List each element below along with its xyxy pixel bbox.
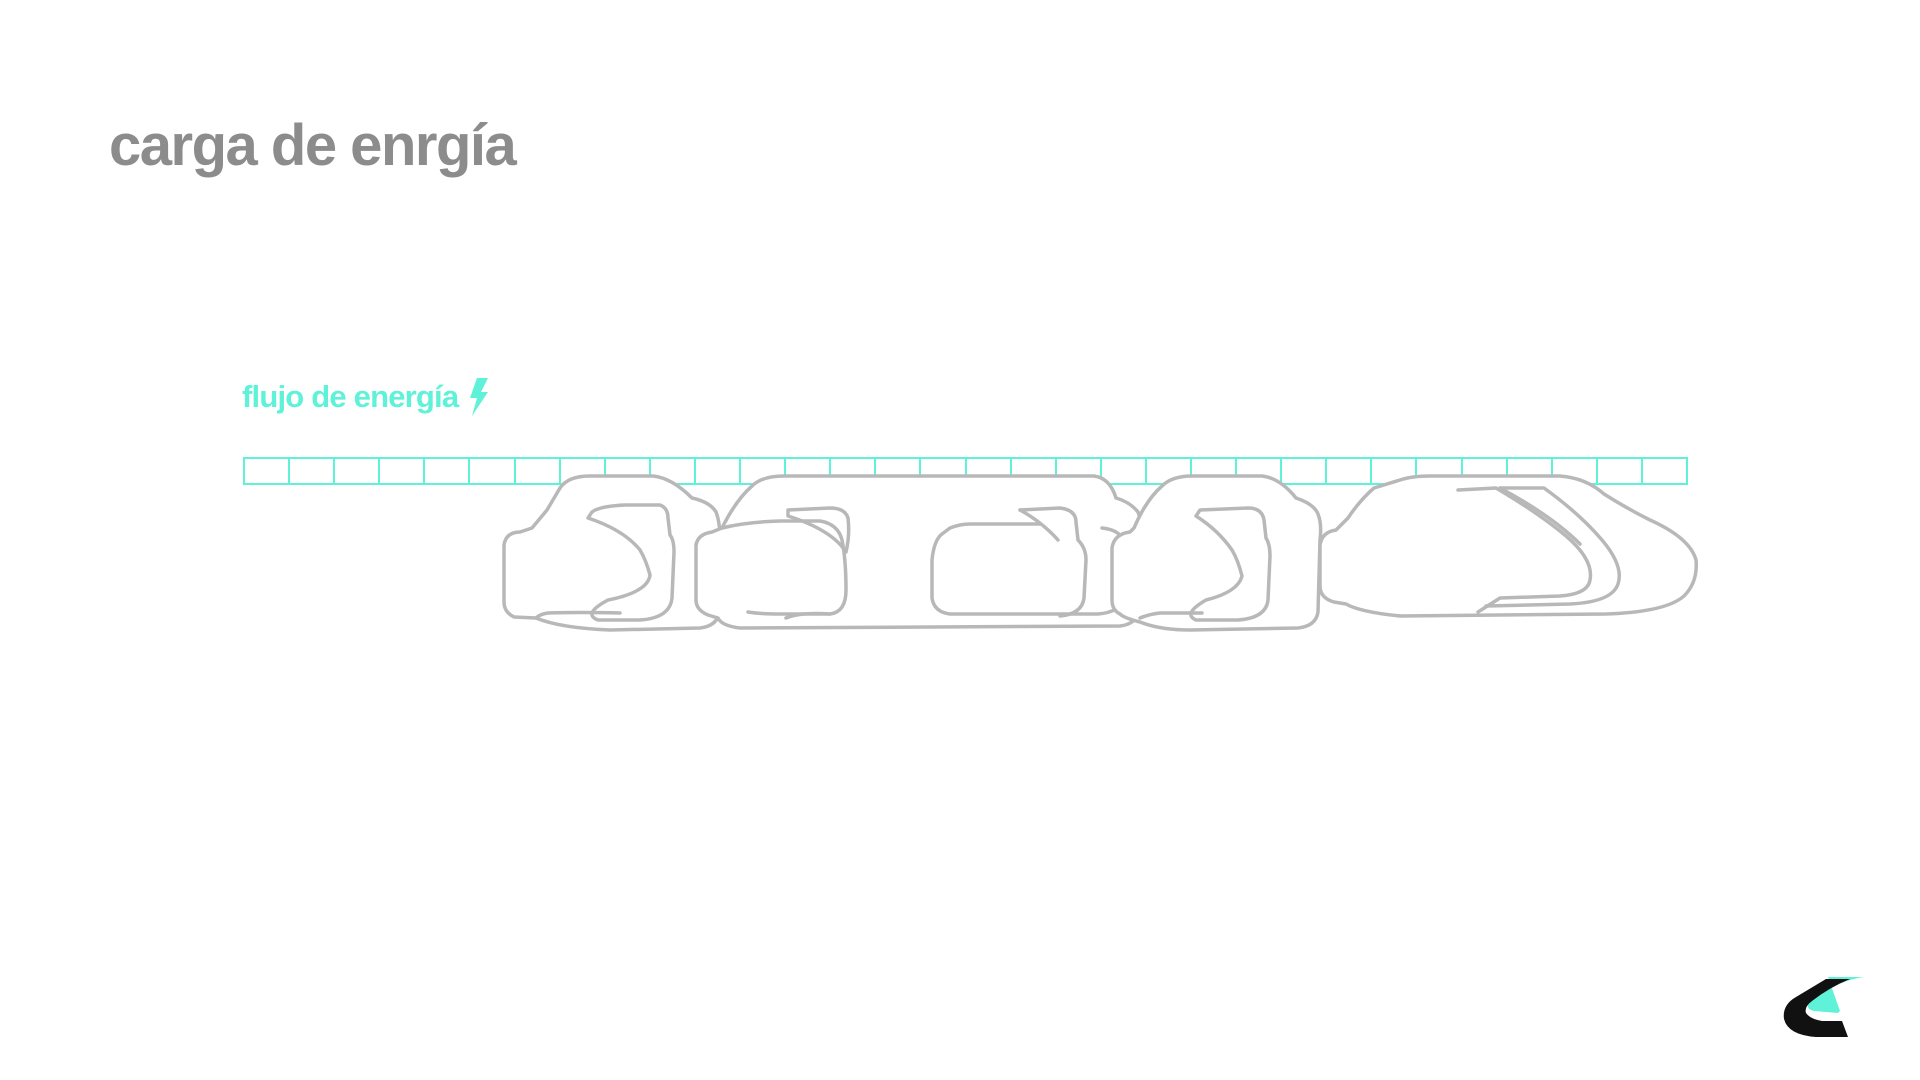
energy-cell bbox=[1417, 459, 1463, 483]
lightning-bolt-icon bbox=[470, 378, 489, 416]
train-car-4 bbox=[1318, 474, 1698, 618]
energy-cell bbox=[1147, 459, 1192, 483]
energy-cell bbox=[1237, 459, 1283, 483]
energy-cell bbox=[470, 459, 516, 483]
energy-cell bbox=[335, 459, 381, 483]
energy-cell bbox=[1282, 459, 1328, 483]
brand-logo-icon bbox=[1783, 977, 1864, 1037]
energy-flow-strip bbox=[243, 457, 1688, 485]
energy-cell bbox=[1643, 459, 1686, 483]
energy-cell bbox=[290, 459, 336, 483]
energy-cell bbox=[741, 459, 787, 483]
energy-flow-label-text: flujo de energía bbox=[242, 379, 459, 414]
energy-cell bbox=[425, 459, 471, 483]
energy-cell bbox=[1553, 459, 1598, 483]
energy-cell bbox=[1327, 459, 1373, 483]
energy-cell bbox=[1508, 459, 1553, 483]
energy-cell bbox=[380, 459, 426, 483]
energy-cell bbox=[606, 459, 651, 483]
energy-cell bbox=[1372, 459, 1418, 483]
energy-cell bbox=[1012, 459, 1057, 483]
train-car-2 bbox=[694, 474, 1143, 630]
energy-cell bbox=[1463, 459, 1508, 483]
train-car-1 bbox=[502, 474, 722, 632]
page-title: carga de enrgía bbox=[109, 113, 517, 178]
energy-cell bbox=[876, 459, 922, 483]
energy-cell bbox=[1102, 459, 1147, 483]
energy-cell bbox=[696, 459, 742, 483]
energy-cell bbox=[786, 459, 832, 483]
energy-flow-label: flujo de energía bbox=[242, 378, 490, 416]
energy-cell bbox=[1192, 459, 1238, 483]
energy-cell bbox=[967, 459, 1012, 483]
energy-cell bbox=[1598, 459, 1643, 483]
energy-cell bbox=[651, 459, 696, 483]
energy-cell bbox=[831, 459, 877, 483]
energy-cell bbox=[1057, 459, 1102, 483]
energy-cell bbox=[921, 459, 967, 483]
energy-cell bbox=[561, 459, 606, 483]
energy-cell bbox=[245, 459, 291, 483]
train-car-3 bbox=[1110, 474, 1323, 632]
energy-cell bbox=[516, 459, 561, 483]
